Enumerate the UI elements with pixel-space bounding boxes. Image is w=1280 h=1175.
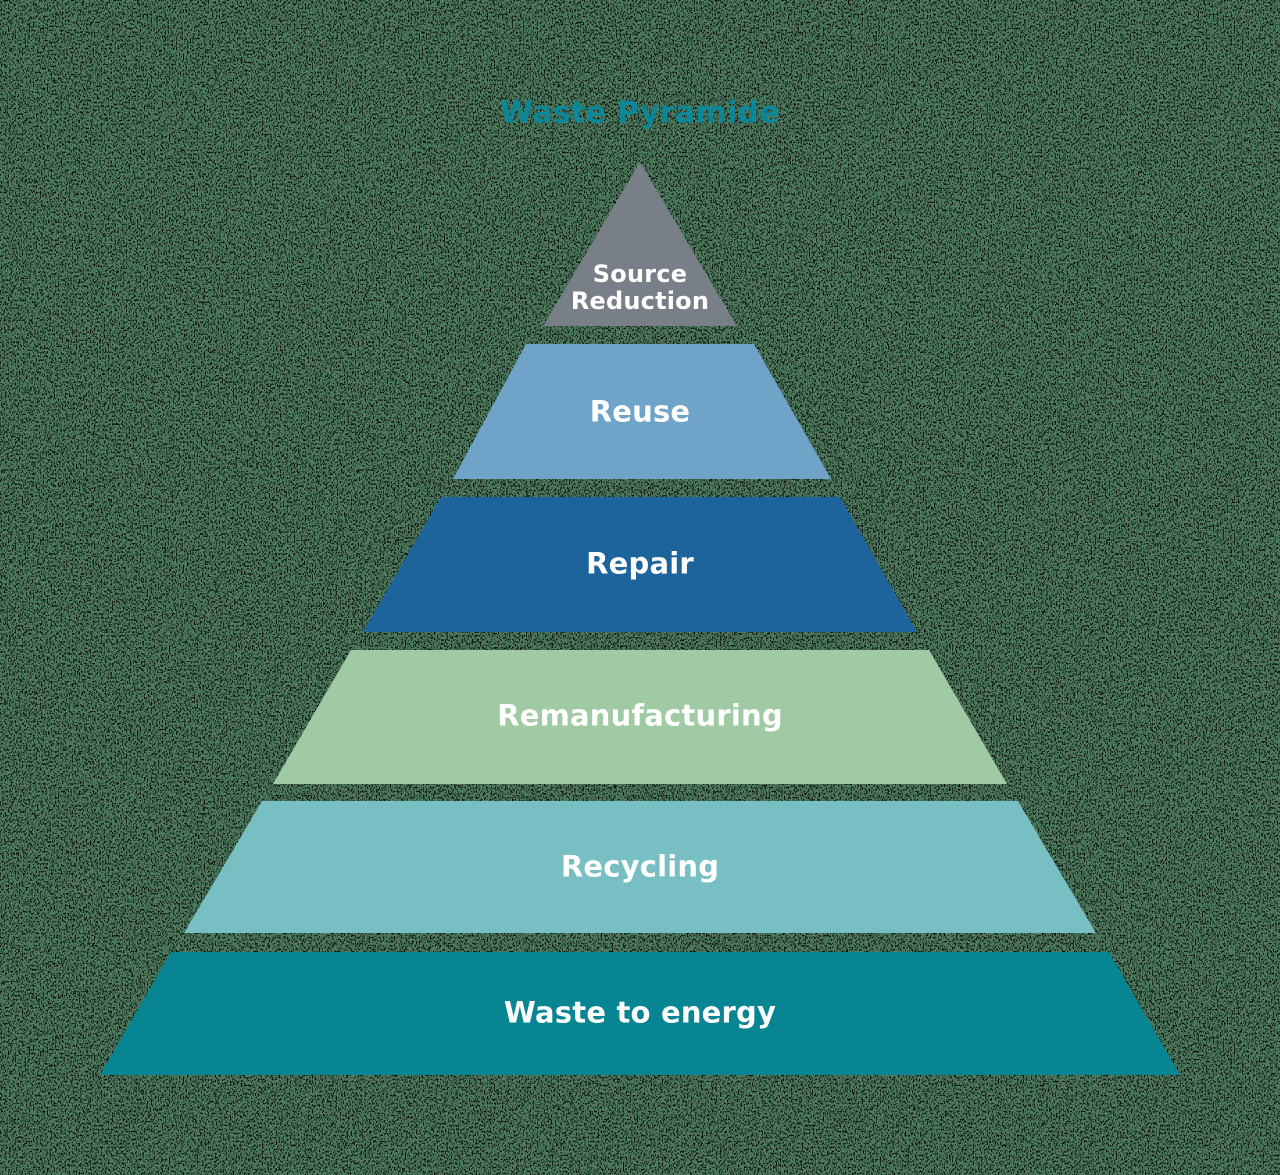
- pyramid-level-source-reduction-label: Source Reduction: [570, 260, 710, 315]
- pyramid-level-repair-shape: [363, 497, 917, 632]
- pyramid-level-repair-label: Repair: [586, 546, 694, 581]
- pyramid-level-reuse-label: Reuse: [589, 394, 691, 429]
- pyramid-level-remanufacturing-label: Remanufacturing: [497, 698, 783, 733]
- diagram-title: Waste Pyramide: [500, 95, 780, 131]
- pyramid-level-reuse-shape: [453, 344, 831, 479]
- pyramid-level-source-reduction-shape: [543, 162, 737, 326]
- pyramid-level-remanufacturing-shape: [273, 650, 1007, 784]
- pyramid-level-recycling-shape: [184, 801, 1096, 933]
- pyramid-level-recycling-label: Recycling: [560, 849, 720, 884]
- pyramid-level-waste-to-energy-shape: [100, 952, 1180, 1075]
- pyramid-level-waste-to-energy-label: Waste to energy: [503, 995, 777, 1030]
